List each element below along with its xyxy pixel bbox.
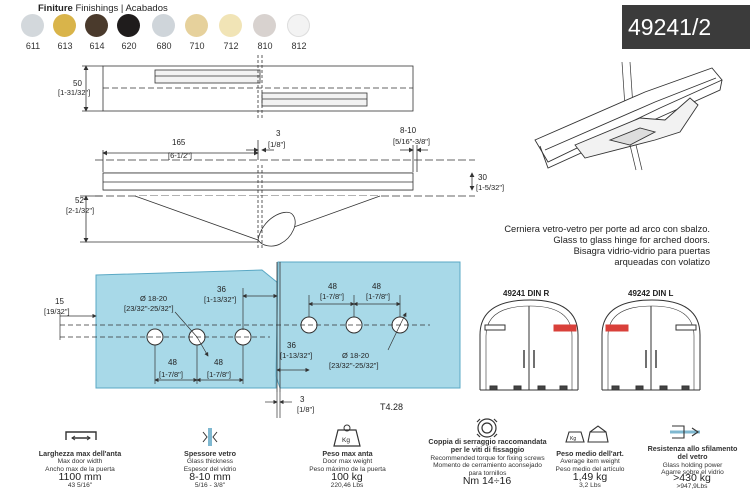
description-line: Bisagra vidrio-vidrio para puertas	[573, 246, 710, 256]
spec-glass-holding-sub: >947,9Lbs	[676, 483, 708, 490]
dim-8-10-in: [5/16"-3/8"]	[393, 137, 430, 146]
top-view	[82, 55, 414, 120]
dim-36: 36	[217, 285, 226, 294]
dim-52-in: [2-1/32"]	[66, 206, 94, 215]
swatch-620	[117, 14, 140, 37]
swatch-code: 614	[89, 41, 105, 51]
swatch-614	[85, 14, 108, 37]
dim-165: 165	[172, 138, 186, 147]
swatch-611	[21, 14, 44, 37]
dim-15-in: [19/32"]	[44, 307, 70, 316]
dim-36-in: [1-13/32"]	[204, 295, 236, 304]
dim-8-10: 8-10	[400, 126, 417, 135]
description-line: arqueadas con volatizo	[614, 257, 710, 267]
dim-15: 15	[55, 297, 64, 306]
side-view	[80, 140, 475, 250]
dim-48-in: [1-7/8"]	[320, 292, 344, 301]
swatch-680	[152, 14, 175, 37]
weight-icon	[333, 424, 361, 447]
swatch-code: 613	[57, 41, 73, 51]
dim-3-in: [1/8"]	[268, 140, 285, 149]
spec-torque-value: Nm 14÷16	[462, 475, 512, 487]
door-width-icon	[65, 431, 97, 441]
cutout-ref: T4.28	[380, 402, 403, 412]
dim-48-in: [1-7/8"]	[366, 292, 390, 301]
weight-icon-label: Kg	[342, 437, 350, 444]
swatch-613	[53, 14, 76, 37]
dim-3-bottom: 3	[300, 395, 305, 404]
door-diagram-l	[601, 299, 701, 391]
spec-door-width-value: 1100 mm	[58, 471, 102, 483]
finishings-title: Finiture Finishings | Acabados	[38, 3, 168, 14]
dim-50: 50	[73, 79, 82, 88]
door-label-r: 49241 DIN R	[503, 289, 549, 298]
glass-holding-icon	[670, 425, 700, 439]
swatch-812	[287, 14, 310, 37]
spec-door-width-sub: 43 5/16"	[67, 482, 93, 489]
dim-48: 48	[168, 358, 177, 367]
swatch-code: 712	[223, 41, 239, 51]
dim-hole-dia: Ø 18-20	[140, 294, 167, 303]
dim-48-in: [1-7/8"]	[207, 370, 231, 379]
spec-item-weight-value: 1,49 kg	[572, 471, 608, 483]
door-diagram-r	[479, 299, 579, 391]
hinge-3d-sketch	[534, 61, 723, 171]
dim-48-in: [1-7/8"]	[159, 370, 183, 379]
door-label-l: 49242 DIN L	[628, 289, 673, 298]
swatch-code: 710	[189, 41, 205, 51]
dim-hole-dia-in: [23/32"-25/32"]	[329, 361, 379, 370]
dim-48: 48	[214, 358, 223, 367]
dim-hole-dia: Ø 18-20	[342, 351, 369, 360]
description-line: Cerniera vetro-vetro per porte ad arco c…	[504, 224, 710, 234]
dim-3: 3	[276, 129, 281, 138]
swatch-code: 611	[25, 41, 41, 51]
spec-door-weight-sub: 220,46 Lbs	[330, 482, 364, 489]
dim-52: 52	[75, 196, 84, 205]
product-code: 49241/2	[622, 5, 750, 49]
spec-door-weight-value: 100 kg	[331, 471, 363, 483]
item-weight-icon	[565, 425, 609, 443]
spec-glass-holding-value: >430 kg	[673, 472, 711, 484]
swatch-code: 810	[257, 41, 273, 51]
spec-glass-thickness-sub: 5/16 - 3/8"	[194, 482, 226, 489]
glass-thickness-icon	[202, 428, 218, 446]
swatch-712	[219, 14, 242, 37]
dim-30: 30	[478, 173, 487, 182]
dim-48: 48	[372, 282, 381, 291]
dim-36-in: [1-13/32"]	[280, 351, 312, 360]
description-line: Glass to glass hinge for arched doors.	[553, 235, 710, 245]
dim-48: 48	[328, 282, 337, 291]
dim-50-in: [1-31/32"]	[58, 88, 90, 97]
item-weight-icon-label: Kg	[570, 436, 576, 442]
dim-30-in: [1-5/32"]	[476, 183, 504, 192]
dim-hole-dia-in: [23/32"-25/32"]	[124, 304, 174, 313]
spec-glass-thickness-value: 8-10 mm	[189, 471, 231, 483]
swatch-code: 680	[156, 41, 172, 51]
dim-165-in: [6-1/2"]	[168, 151, 192, 160]
swatch-code: 812	[291, 41, 307, 51]
dim-3-bottom-in: [1/8"]	[297, 405, 314, 414]
dim-36: 36	[287, 341, 296, 350]
swatch-710	[185, 14, 208, 37]
product-description: Cerniera vetro-vetro per porte ad arco c…	[440, 224, 710, 268]
torque-icon	[476, 418, 498, 438]
swatch-code: 620	[121, 41, 137, 51]
swatch-810	[253, 14, 276, 37]
spec-item-weight-sub: 3,2 Lbs	[579, 482, 601, 489]
